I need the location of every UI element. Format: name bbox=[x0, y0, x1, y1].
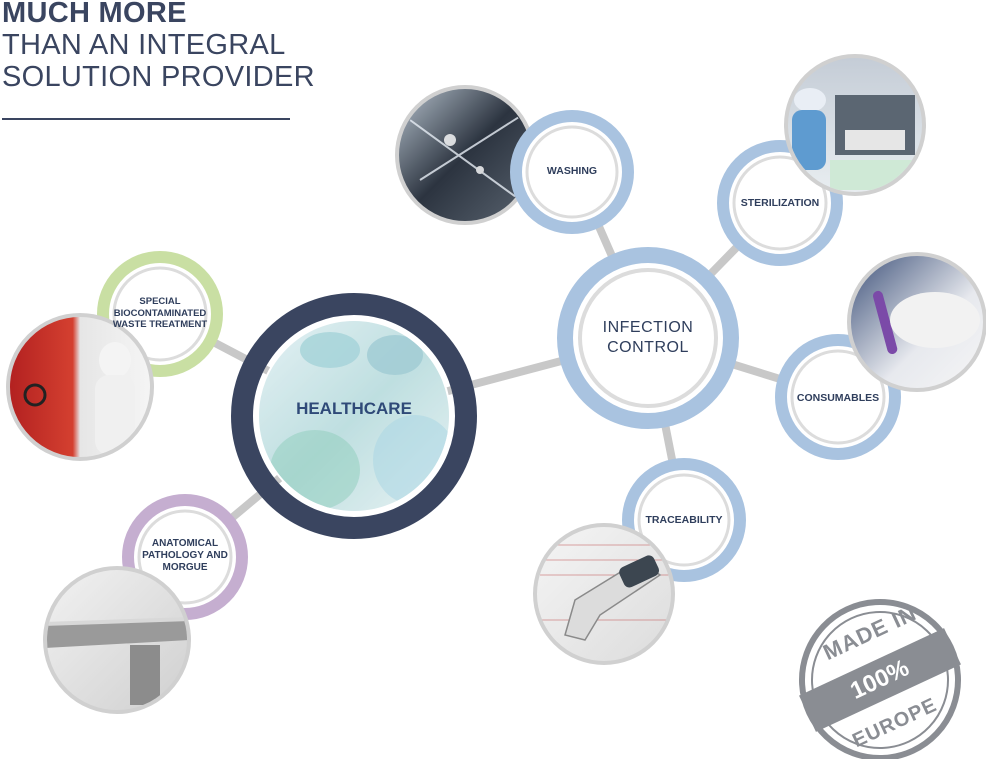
healthcare-node bbox=[231, 293, 477, 539]
sterilization-label: STERILIZATION bbox=[740, 197, 820, 209]
pathology-line-1: ANATOMICAL bbox=[151, 538, 219, 549]
infection-control-line-1: INFECTION bbox=[602, 319, 694, 336]
heading-line-3: SOLUTION PROVIDER bbox=[2, 61, 315, 93]
pathology-line-3: MORGUE bbox=[162, 562, 208, 573]
heading-line-1: MUCH MORE bbox=[2, 0, 187, 29]
infection-control-line-2: CONTROL bbox=[607, 339, 689, 356]
waste-line-2: BIOCONTAMINATED bbox=[113, 307, 207, 319]
pathology-line-2: PATHOLOGY AND bbox=[142, 550, 228, 561]
healthcare-label: HEALTHCARE bbox=[296, 399, 412, 418]
heading-underline bbox=[2, 118, 290, 120]
infection-control-label: INFECTION CONTROL bbox=[588, 318, 708, 358]
traceability-node bbox=[533, 458, 746, 665]
waste-treatment-label: SPECIAL BIOCONTAMINATED WASTE TREATMENT bbox=[104, 296, 216, 331]
consumables-node bbox=[775, 252, 986, 460]
pathology-node bbox=[43, 494, 248, 714]
heading-line-2: THAN AN INTEGRAL bbox=[2, 29, 286, 61]
waste-treatment-node bbox=[6, 251, 223, 461]
washing-label: WASHING bbox=[546, 165, 598, 177]
waste-line-3: WASTE TREATMENT bbox=[112, 319, 208, 330]
washing-node bbox=[395, 85, 634, 234]
waste-line-1: SPECIAL bbox=[139, 296, 181, 307]
page-heading: MUCH MORE THAN AN INTEGRAL SOLUTION PROV… bbox=[2, 0, 315, 93]
consumables-label: CONSUMABLES bbox=[796, 392, 880, 404]
made-in-europe-stamp bbox=[799, 599, 961, 759]
pathology-label: ANATOMICAL PATHOLOGY AND MORGUE bbox=[135, 538, 235, 574]
infection-control-node bbox=[557, 247, 739, 429]
traceability-label: TRACEABILITY bbox=[645, 514, 723, 526]
sterilization-node bbox=[717, 54, 926, 266]
